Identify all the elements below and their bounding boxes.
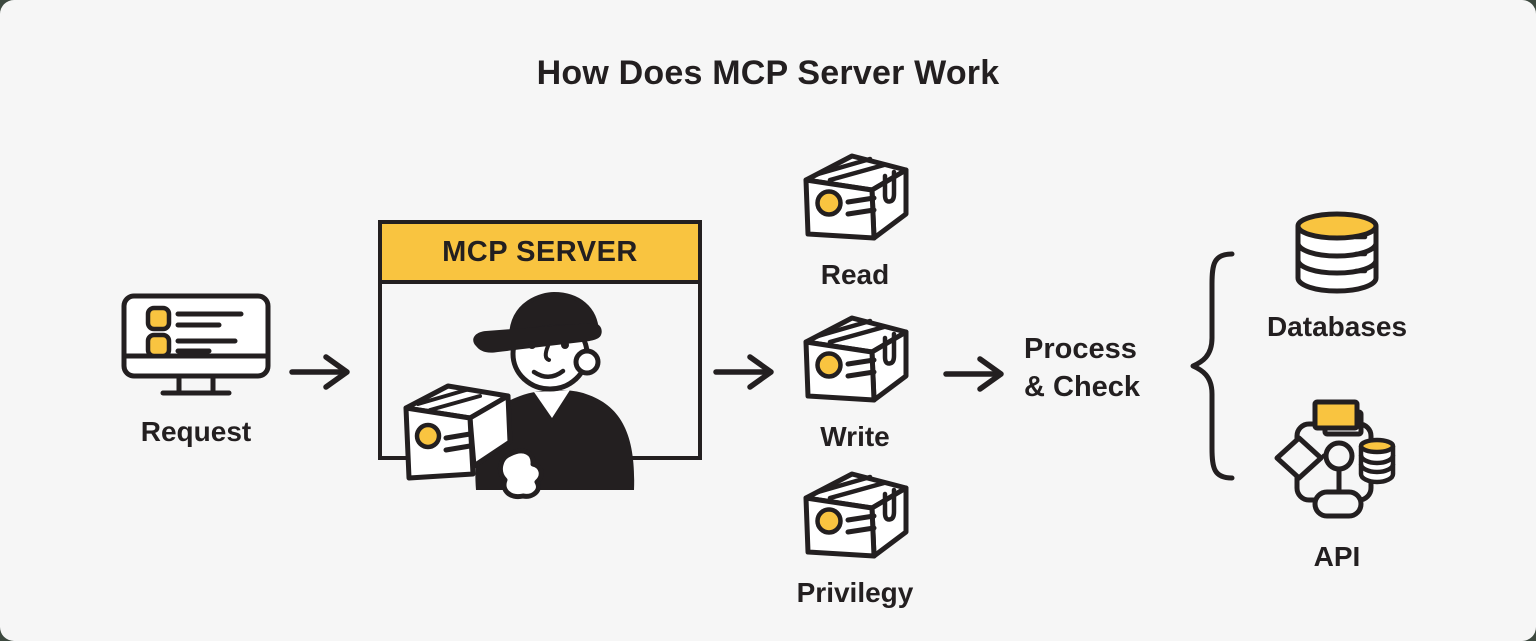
monitor-icon [121,293,271,401]
process-line1: Process [1024,333,1137,365]
right-arrow-icon [289,352,353,392]
right-arrow-icon [713,352,777,392]
process-line2: & Check [1024,371,1141,403]
request-group: Request [121,293,271,448]
package-icon [796,308,914,406]
target-label: Databases [1266,311,1408,342]
process-check-label: Process & Check [1024,330,1140,406]
operation-read-group: Read [780,146,930,291]
operation-label: Read [820,259,890,290]
operation-write-group: Write [780,308,930,453]
page-title: How Does MCP Server Work [536,54,1000,92]
request-label: Request [140,416,252,447]
target-api-group: API [1262,394,1412,573]
operation-label: Privilegy [796,577,914,608]
package-icon [796,146,914,244]
mcp-server-body [382,284,698,500]
mcp-server-header: MCP SERVER [382,224,698,284]
target-label: API [1313,541,1361,572]
operation-label: Write [820,421,890,452]
mcp-server-box: MCP SERVER [378,220,702,500]
curly-brace-icon [1186,250,1238,482]
api-flowchart-icon [1274,394,1399,526]
target-databases-group: Databases [1262,210,1412,343]
operation-privilegy-group: Privilegy [780,464,930,609]
package-icon [796,464,914,562]
database-cylinder-icon [1293,210,1381,296]
right-arrow-icon [943,354,1007,394]
